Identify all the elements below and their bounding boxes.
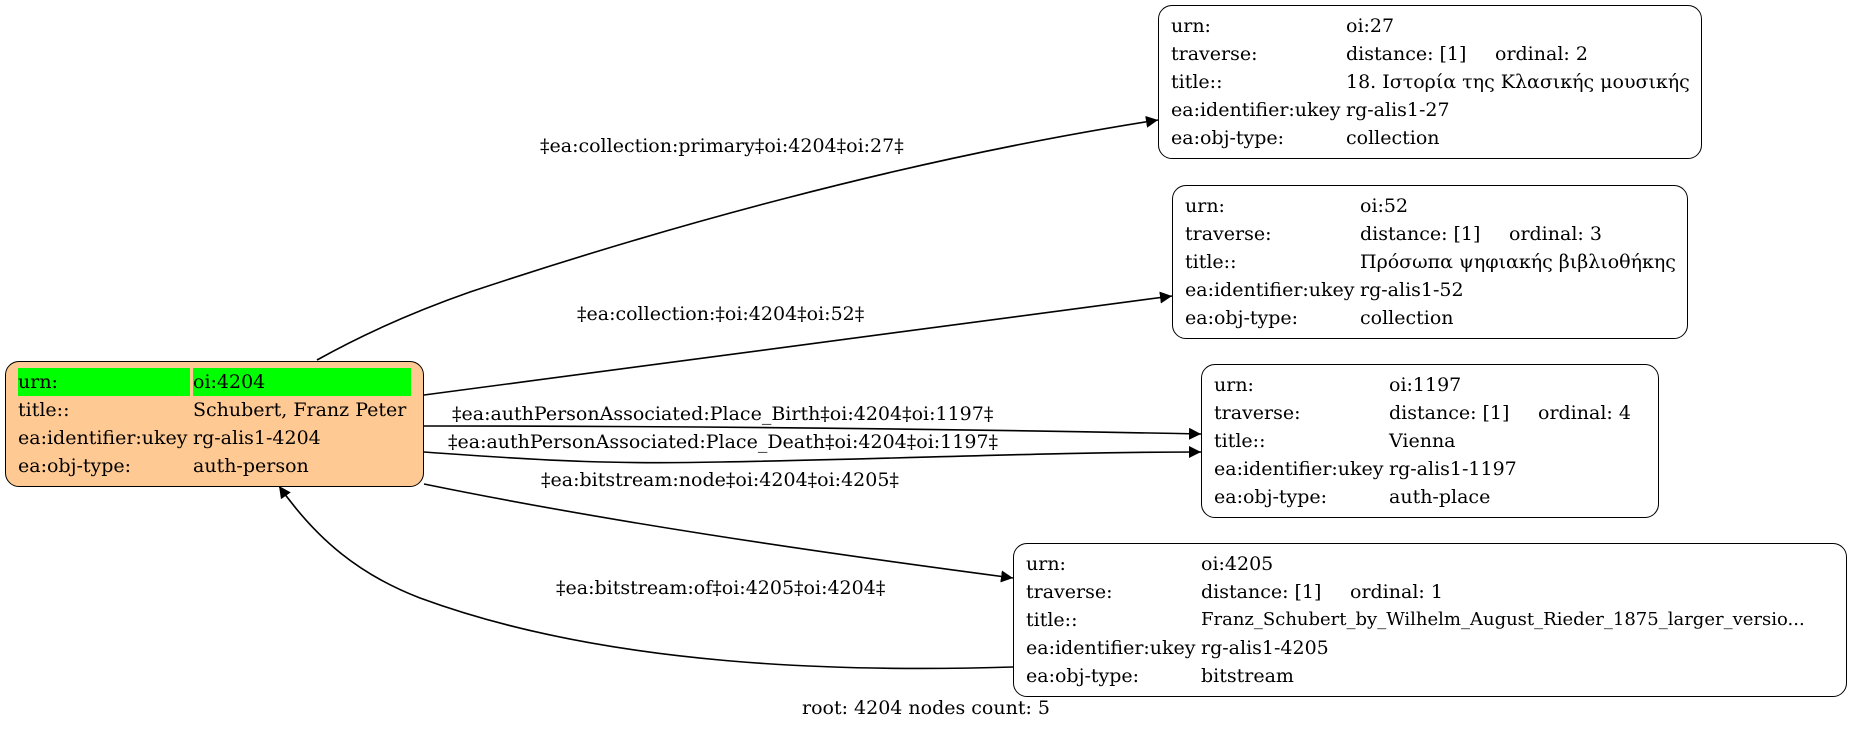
title-key: title:: [1026, 609, 1078, 631]
root-node[interactable]: urn: oi:4204 title:: Schubert, Franz Pet… [5, 361, 424, 487]
obj-type-key: ea:obj-type: [1185, 307, 1299, 329]
edge-place-death [423, 446, 1202, 464]
node-row-title: title:: Πρόσωπα ψηφιακής βιβλιοθήκης [1185, 248, 1676, 276]
node-row-urn: urn: oi:27 [1171, 12, 1689, 40]
node-row-obj-type: ea:obj-type: auth-place [1214, 483, 1646, 511]
node-row-obj-type: ea:obj-type: collection [1185, 304, 1675, 332]
ukey-key: ea:identifier:ukey [1171, 99, 1341, 121]
root-row-urn: urn: oi:4204 [18, 368, 411, 396]
edge-bitstream-node [423, 483, 1014, 583]
node-row-ukey: ea:identifier:ukey rg-alis1-27 [1171, 96, 1689, 124]
edge-label-collection: ‡ea:collection:‡oi:4204‡oi:52‡ [577, 303, 864, 325]
obj-type-key: ea:obj-type: [1026, 665, 1140, 687]
node-row-title: title:: Vienna [1214, 427, 1646, 455]
title-key: title:: [1214, 430, 1266, 452]
traverse-key: traverse: [1026, 581, 1113, 603]
title-value: Πρόσωπα ψηφιακής βιβλιοθήκης [1360, 251, 1676, 273]
root-row-ukey: ea:identifier:ukey rg-alis1-4204 [18, 424, 411, 452]
ukey-key: ea:identifier:ukey [18, 427, 188, 449]
ukey-key: ea:identifier:ukey [1214, 458, 1384, 480]
traverse-key: traverse: [1185, 223, 1272, 245]
node-row-title: title:: 18. Ιστορία της Κλασικής μουσική… [1171, 68, 1690, 96]
title-key: title:: [1171, 71, 1223, 93]
edge-collection-primary [316, 115, 1159, 361]
root-row-title: title:: Schubert, Franz Peter [18, 396, 411, 424]
node-row-ukey: ea:identifier:ukey rg-alis1-1197 [1214, 455, 1646, 483]
ukey-key: ea:identifier:ukey [1185, 279, 1355, 301]
title-value: 18. Ιστορία της Κλασικής μουσικής [1346, 71, 1690, 93]
node-row-title: title:: Franz_Schubert_by_Wilhelm_August… [1026, 606, 1834, 634]
traverse-ordinal: ordinal: 3 [1509, 223, 1602, 245]
root-row-obj-type: ea:obj-type: auth-person [18, 452, 411, 480]
obj-type-value: bitstream [1201, 665, 1294, 687]
node-row-ukey: ea:identifier:ukey rg-alis1-52 [1185, 276, 1675, 304]
obj-type-value: collection [1346, 127, 1440, 149]
ukey-value: rg-alis1-4205 [1201, 637, 1329, 659]
urn-value: oi:4205 [1201, 553, 1274, 575]
node-oi-4205[interactable]: urn: oi:4205 traverse: distance: [1] ord… [1013, 543, 1847, 697]
node-row-traverse: traverse: distance: [1] ordinal: 2 [1171, 40, 1689, 68]
edge-place-birth [423, 425, 1202, 440]
ukey-value: rg-alis1-27 [1346, 99, 1450, 121]
urn-value: oi:4204 [193, 368, 411, 396]
urn-key: urn: [18, 368, 190, 396]
traverse-distance: distance: [1] [1201, 581, 1322, 603]
obj-type-key: ea:obj-type: [18, 455, 132, 477]
urn-value: oi:52 [1360, 195, 1409, 217]
traverse-key: traverse: [1171, 43, 1258, 65]
node-row-traverse: traverse: distance: [1] ordinal: 4 [1214, 399, 1646, 427]
title-value: Schubert, Franz Peter [193, 399, 407, 421]
node-row-traverse: traverse: distance: [1] ordinal: 1 [1026, 578, 1834, 606]
node-row-obj-type: ea:obj-type: bitstream [1026, 662, 1834, 690]
title-value: Vienna [1389, 430, 1456, 452]
obj-type-value: auth-person [193, 455, 309, 477]
obj-type-value: collection [1360, 307, 1454, 329]
edge-label-collection-primary: ‡ea:collection:primary‡oi:4204‡oi:27‡ [540, 135, 904, 157]
title-key: title:: [18, 399, 70, 421]
urn-key: urn: [1185, 195, 1225, 217]
node-oi-27[interactable]: urn: oi:27 traverse: distance: [1] ordin… [1158, 5, 1702, 159]
ukey-value: rg-alis1-4204 [193, 427, 321, 449]
node-row-urn: urn: oi:52 [1185, 192, 1675, 220]
traverse-ordinal: ordinal: 4 [1538, 402, 1631, 424]
node-oi-1197[interactable]: urn: oi:1197 traverse: distance: [1] ord… [1201, 364, 1659, 518]
urn-key: urn: [1171, 15, 1211, 37]
traverse-distance: distance: [1] [1389, 402, 1510, 424]
edge-label-place-birth: ‡ea:authPersonAssociated:Place_Birth‡oi:… [452, 403, 993, 425]
node-row-obj-type: ea:obj-type: collection [1171, 124, 1689, 152]
traverse-distance: distance: [1] [1346, 43, 1467, 65]
traverse-ordinal: ordinal: 1 [1350, 581, 1443, 603]
edge-label-place-death: ‡ea:authPersonAssociated:Place_Death‡oi:… [448, 431, 998, 453]
node-row-traverse: traverse: distance: [1] ordinal: 3 [1185, 220, 1675, 248]
node-row-urn: urn: oi:1197 [1214, 371, 1646, 399]
obj-type-value: auth-place [1389, 486, 1491, 508]
urn-value: oi:27 [1346, 15, 1395, 37]
node-row-urn: urn: oi:4205 [1026, 550, 1834, 578]
title-key: title:: [1185, 251, 1237, 273]
title-value: Franz_Schubert_by_Wilhelm_August_Rieder_… [1201, 609, 1805, 630]
edge-label-bitstream-of: ‡ea:bitstream:of‡oi:4205‡oi:4204‡ [556, 577, 885, 599]
edge-bitstream-of [278, 485, 1014, 670]
traverse-distance: distance: [1] [1360, 223, 1481, 245]
obj-type-key: ea:obj-type: [1171, 127, 1285, 149]
ukey-key: ea:identifier:ukey [1026, 637, 1196, 659]
traverse-ordinal: ordinal: 2 [1495, 43, 1588, 65]
obj-type-key: ea:obj-type: [1214, 486, 1328, 508]
node-oi-52[interactable]: urn: oi:52 traverse: distance: [1] ordin… [1172, 185, 1688, 339]
edge-label-bitstream-node: ‡ea:bitstream:node‡oi:4204‡oi:4205‡ [541, 469, 899, 491]
graph-footer: root: 4204 nodes count: 5 [801, 697, 1051, 719]
urn-key: urn: [1026, 553, 1066, 575]
urn-key: urn: [1214, 374, 1254, 396]
traverse-key: traverse: [1214, 402, 1301, 424]
ukey-value: rg-alis1-52 [1360, 279, 1464, 301]
ukey-value: rg-alis1-1197 [1389, 458, 1517, 480]
urn-value: oi:1197 [1389, 374, 1462, 396]
node-row-ukey: ea:identifier:ukey rg-alis1-4205 [1026, 634, 1834, 662]
